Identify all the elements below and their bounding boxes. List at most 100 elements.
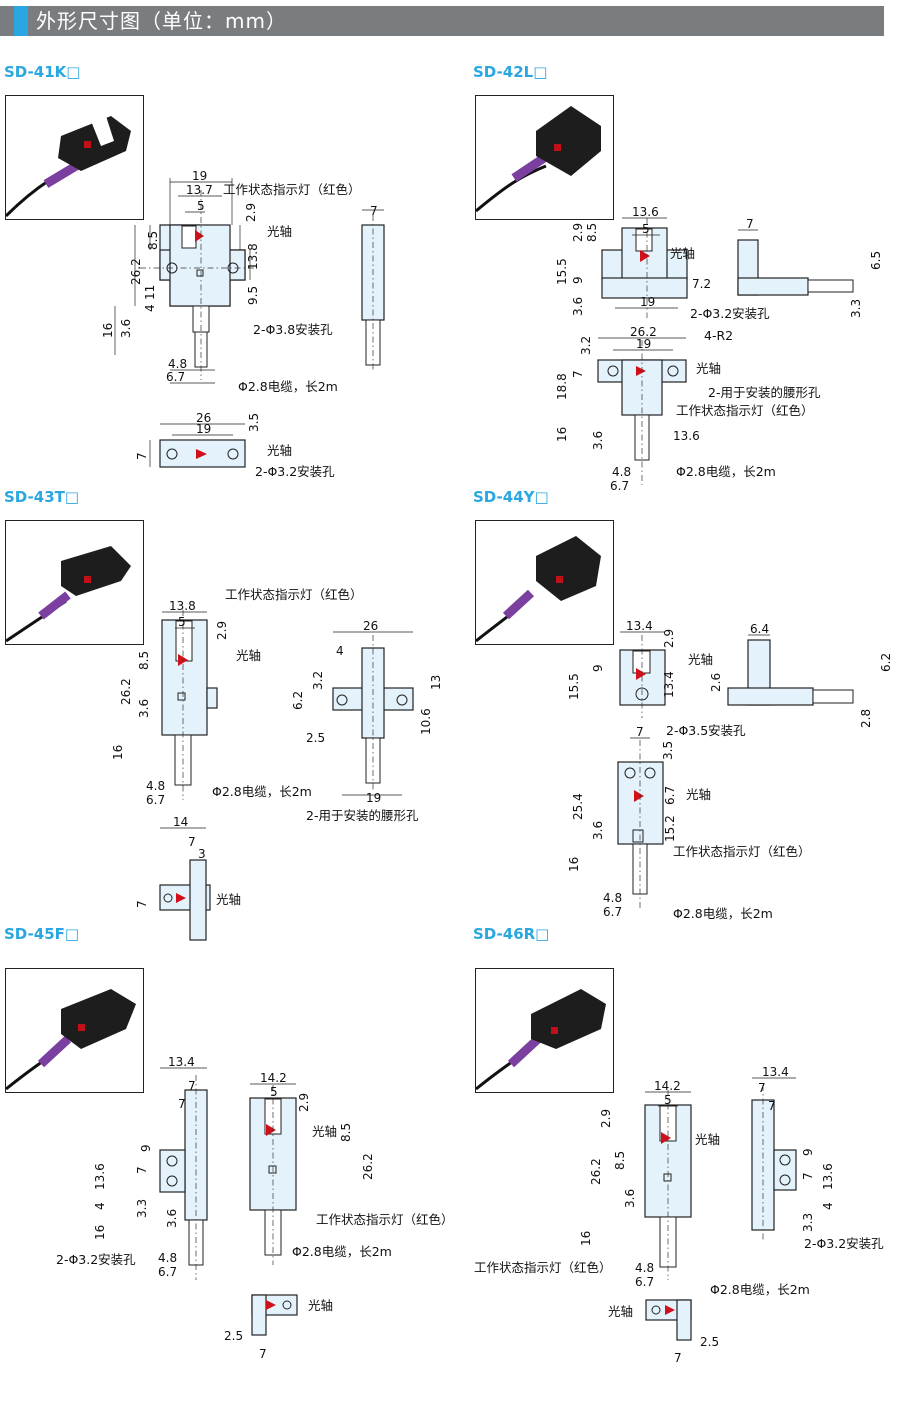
dim-9-5: 9.5 — [246, 286, 260, 305]
label-optical-axis: 光轴 — [236, 648, 261, 663]
dim-8-5: 8.5 — [146, 231, 160, 250]
dim-6-4: 6.4 — [750, 622, 769, 636]
dim-2-5: 2.5 — [224, 1329, 243, 1343]
dim-3-6: 3.6 — [623, 1189, 637, 1208]
product-photo-sd-42l — [475, 95, 614, 220]
dim-13-8: 13.8 — [246, 243, 260, 270]
dim-2-9: 2.9 — [215, 621, 229, 640]
label-mount-hole: 2-Φ3.8安装孔 — [253, 322, 333, 337]
dim-26-2: 26.2 — [361, 1153, 375, 1180]
dim-13-6: 13.6 — [632, 205, 659, 219]
dim-2-9: 2.9 — [571, 223, 585, 242]
dim-9: 9 — [591, 664, 605, 672]
dim-9: 9 — [139, 1144, 153, 1152]
dim-25-4: 25.4 — [571, 793, 585, 820]
product-photo-sd-45f — [5, 968, 144, 1093]
dim-13-4: 13.4 — [762, 1065, 789, 1079]
label-optical-axis-bottom: 光轴 — [308, 1298, 333, 1313]
dim-15-5: 15.5 — [555, 258, 569, 285]
dim-14-2: 14.2 — [654, 1079, 681, 1093]
dim-26-2: 26.2 — [129, 258, 143, 285]
dim-26-2: 26.2 — [589, 1158, 603, 1185]
label-optical-axis: 光轴 — [670, 246, 695, 261]
dim-4: 4 — [143, 304, 157, 312]
label-optical-axis: 光轴 — [267, 224, 292, 239]
label-indicator: 工作状态指示灯（红色） — [316, 1212, 454, 1227]
label-optical-axis-bottom: 光轴 — [267, 443, 292, 458]
product-photo-sd-41k — [5, 95, 144, 220]
dim-bottom-19: 19 — [196, 422, 211, 436]
dim-3-6: 3.6 — [591, 821, 605, 840]
drawing-sd-41k: 19 13.7 5 2.9 8.5 26.2 11 4 13.8 9.5 16 … — [101, 169, 385, 479]
dim-4: 4 — [336, 644, 344, 658]
label-mount-hole: 2-Φ3.2安装孔 — [690, 306, 770, 321]
label-indicator: 工作状态指示灯（红色） — [673, 844, 811, 859]
dim-14: 14 — [173, 815, 188, 829]
dim-9: 9 — [801, 1148, 815, 1156]
dim-6-7: 6.7 — [166, 370, 185, 384]
model-title-sd-44y: SD-44Y□ — [473, 488, 549, 506]
model-title-sd-45f: SD-45F□ — [4, 925, 80, 943]
dim-10-6: 10.6 — [419, 708, 433, 735]
dim-26-2: 26.2 — [119, 678, 133, 705]
dim-3-2: 3.2 — [579, 336, 593, 355]
dim-3-2: 3.2 — [311, 671, 325, 690]
dim-16: 16 — [567, 857, 581, 872]
dim-7: 7 — [188, 835, 196, 849]
dim-6-7: 6.7 — [603, 905, 622, 919]
dim-7: 7 — [259, 1347, 267, 1361]
dim-5: 5 — [178, 615, 186, 629]
dim-18-8: 18.8 — [555, 373, 569, 400]
dim-bottom-26: 26 — [196, 411, 211, 425]
dim-19: 19 — [640, 295, 655, 309]
label-cable: Φ2.8电缆，长2m — [292, 1244, 392, 1259]
label-mount-hole: 2-Φ3.2安装孔 — [804, 1236, 884, 1251]
label-optical-axis-lower: 光轴 — [686, 787, 711, 802]
dim-4: 4 — [93, 1202, 107, 1210]
dim-2-9: 2.9 — [297, 1093, 311, 1112]
model-title-sd-43t: SD-43T□ — [4, 488, 80, 506]
dim-2-5: 2.5 — [306, 731, 325, 745]
dim-6-7: 6.7 — [158, 1265, 177, 1279]
dim-9: 9 — [571, 276, 585, 284]
dim-3-6-lower: 3.6 — [591, 431, 605, 450]
dim-15-2: 15.2 — [663, 815, 677, 842]
dim-13-6: 13.6 — [93, 1163, 107, 1190]
dim-19: 19 — [192, 169, 207, 183]
dim-7: 7 — [636, 725, 644, 739]
dim-2-9: 2.9 — [244, 203, 258, 222]
dim-7-c: 7 — [135, 1166, 149, 1174]
label-mount-hole: 2-Φ3.5安装孔 — [666, 723, 746, 738]
dim-2-9: 2.9 — [662, 629, 676, 648]
dim-6-7: 6.7 — [146, 793, 165, 807]
dim-4-8: 4.8 — [158, 1251, 177, 1265]
label-optical-axis: 光轴 — [312, 1124, 337, 1139]
dim-13: 13 — [429, 675, 443, 690]
dim-13-4: 13.4 — [626, 619, 653, 633]
dim-4: 4 — [821, 1202, 835, 1210]
dim-13-4-side: 13.4 — [662, 671, 676, 698]
dim-7-b: 7 — [768, 1099, 776, 1113]
section-title: 外形尺寸图（单位：mm） — [36, 9, 287, 33]
dim-4-8: 4.8 — [612, 465, 631, 479]
label-cable: Φ2.8电缆，长2m — [238, 379, 338, 394]
dim-16: 16 — [101, 323, 115, 338]
label-optical-axis: 光轴 — [695, 1132, 720, 1147]
dim-26-2: 26.2 — [630, 325, 657, 339]
drawing-sd-43t: 13.8 5 2.9 8.5 26.2 3.6 16 4.8 6.7 工作状态指… — [111, 587, 443, 941]
dim-8-5: 8.5 — [339, 1123, 353, 1142]
dim-3-6: 3.6 — [119, 319, 133, 338]
dim-3-6: 3.6 — [165, 1209, 179, 1228]
label-optical-axis-bottom: 光轴 — [216, 892, 241, 907]
dim-7-2: 7.2 — [692, 277, 711, 291]
dim-7-a: 7 — [758, 1081, 766, 1095]
dim-13-6: 13.6 — [821, 1163, 835, 1190]
dim-2-5: 2.5 — [700, 1335, 719, 1349]
label-r2: 4-R2 — [704, 328, 733, 343]
label-indicator: 工作状态指示灯（红色） — [223, 182, 361, 197]
dim-6-7: 6.7 — [610, 479, 629, 493]
label-cable: Φ2.8电缆，长2m — [710, 1282, 810, 1297]
dim-7-lower: 7 — [571, 370, 585, 378]
dim-4-8: 4.8 — [168, 357, 187, 371]
product-photo-sd-43t — [5, 520, 144, 645]
